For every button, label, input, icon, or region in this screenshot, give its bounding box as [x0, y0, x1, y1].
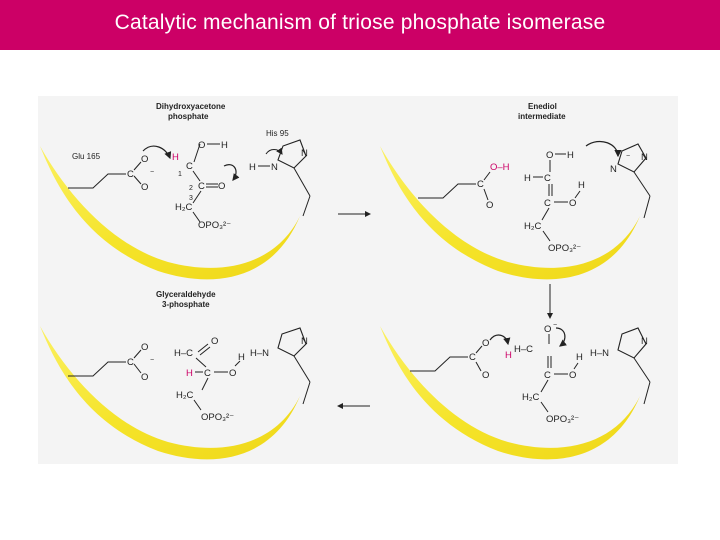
arrow-curved-2	[585, 141, 622, 158]
his-hn-4: H–N	[590, 348, 609, 359]
enzyme-backbone-3	[40, 326, 300, 460]
his-minus-2: −	[626, 153, 630, 160]
hc-4: H–C	[514, 344, 533, 355]
opo3-3: OPO₃²⁻	[201, 412, 234, 423]
glu-o-bottom-3: O	[141, 372, 148, 383]
o-right-2: O	[569, 198, 576, 209]
his-label: His 95	[266, 129, 289, 138]
h-pink-3: H	[186, 368, 193, 379]
glu-side-chain	[68, 173, 126, 189]
num-2: 2	[189, 185, 193, 192]
glu-o-bottom: O	[141, 182, 148, 193]
glu-o-top: O	[141, 154, 148, 165]
o-top-4: O	[544, 324, 551, 335]
heading-dhap-2: phosphate	[168, 112, 209, 121]
his-n2-3: N	[301, 336, 308, 347]
his-ring-3	[277, 327, 307, 357]
oh-h-1: H	[221, 140, 228, 151]
h-right-4: H	[576, 352, 583, 363]
h-left-2: H	[524, 173, 531, 184]
heading-gap-2: 3-phosphate	[162, 300, 210, 309]
arrow-curved-1a	[142, 145, 172, 160]
his-n2-4: N	[641, 336, 648, 347]
c2-1: C	[198, 181, 205, 192]
his-n2-1: N	[301, 148, 308, 159]
c1-1: C	[186, 161, 193, 172]
h2c-3: H₂C	[176, 390, 194, 401]
his-ring-1	[277, 139, 307, 169]
his-n-1: N	[271, 162, 278, 173]
glu-label: Glu 165	[72, 152, 101, 161]
h-right-2: H	[578, 180, 585, 191]
his-ring-4	[617, 327, 647, 359]
heading-dhap-1: Dihydroxyacetone	[156, 102, 226, 111]
c-mid-3: C	[204, 368, 211, 379]
c-upper-2: C	[544, 173, 551, 184]
h2c-1: H₂C	[175, 202, 193, 213]
opo3-4: OPO₃²⁻	[546, 414, 579, 425]
slide-title: Catalytic mechanism of triose phosphate …	[114, 11, 606, 34]
h-oh-3: H	[238, 352, 245, 363]
glu-o-top-3: O	[141, 342, 148, 353]
h2c-2: H₂C	[524, 221, 542, 232]
glu-minus: −	[150, 169, 154, 176]
arrow-curved-4b	[555, 327, 567, 347]
c-lower-4: C	[544, 370, 551, 381]
h-pink-4: H	[505, 350, 512, 361]
glu-minus-3: −	[150, 357, 154, 364]
o-bottom-2: O	[486, 200, 493, 211]
panel-2-enediol-intermediate: Enediol intermediate C O–H O O H H C C O…	[380, 102, 651, 280]
o-top-3: O	[211, 336, 218, 347]
top-o-2: O	[546, 150, 553, 161]
arrow-curved-1b	[223, 164, 240, 181]
his-h-1: H	[249, 162, 256, 173]
arrow-curved-4a	[489, 334, 511, 346]
enzyme-backbone-2	[380, 146, 640, 280]
panel-3-glyceraldehyde-3-phosphate: Glyceraldehyde 3-phosphate C O O − H–C O…	[40, 290, 311, 460]
o-right-4: O	[569, 370, 576, 381]
heading-enediol-1: Enediol	[528, 102, 557, 111]
o-carbonyl-1: O	[218, 181, 225, 192]
enzyme-backbone-4	[380, 326, 640, 460]
o-left-4: O	[482, 338, 489, 349]
glu-c-4: C	[469, 352, 476, 363]
opo3-1: OPO₃²⁻	[198, 220, 231, 231]
num-3: 3	[189, 195, 193, 202]
his-hn-3: H–N	[250, 348, 269, 359]
his-n1-2: N	[610, 164, 617, 175]
his-ring-2	[617, 143, 647, 173]
mechanism-diagram: Dihydroxyacetone phosphate Glu 165 His 9…	[40, 102, 651, 460]
title-bar: Catalytic mechanism of triose phosphate …	[0, 0, 720, 50]
opo3-2: OPO₃²⁻	[548, 243, 581, 254]
panel-1-dihydroxyacetone-phosphate: Dihydroxyacetone phosphate Glu 165 His 9…	[40, 102, 311, 280]
glu-c-2: C	[477, 179, 484, 190]
oh-pink-2: O–H	[490, 162, 510, 173]
h2c-4: H₂C	[522, 392, 540, 403]
oh-3: O	[229, 368, 236, 379]
heading-gap-1: Glyceraldehyde	[156, 290, 216, 299]
num-1: 1	[178, 171, 182, 178]
glu-c-3: C	[127, 357, 134, 368]
h-pink-1: H	[172, 152, 179, 163]
mechanism-figure: Dihydroxyacetone phosphate Glu 165 His 9…	[38, 96, 678, 464]
glu-carbon: C	[127, 169, 134, 180]
arrow-curved-1c	[265, 147, 283, 155]
hc-3: H–C	[174, 348, 193, 359]
heading-enediol-2: intermediate	[518, 112, 566, 121]
top-h-2: H	[567, 150, 574, 161]
minus-top-4: −	[553, 322, 557, 329]
c-lower-2: C	[544, 198, 551, 209]
his-n2-2: N	[641, 152, 648, 163]
oh-o-1: O	[198, 140, 205, 151]
panel-4-enediol-to-gap: C O O H O − H–C C O H H₂C OPO₃²⁻ H–N N	[380, 322, 651, 460]
o-bottom-4: O	[482, 370, 489, 381]
